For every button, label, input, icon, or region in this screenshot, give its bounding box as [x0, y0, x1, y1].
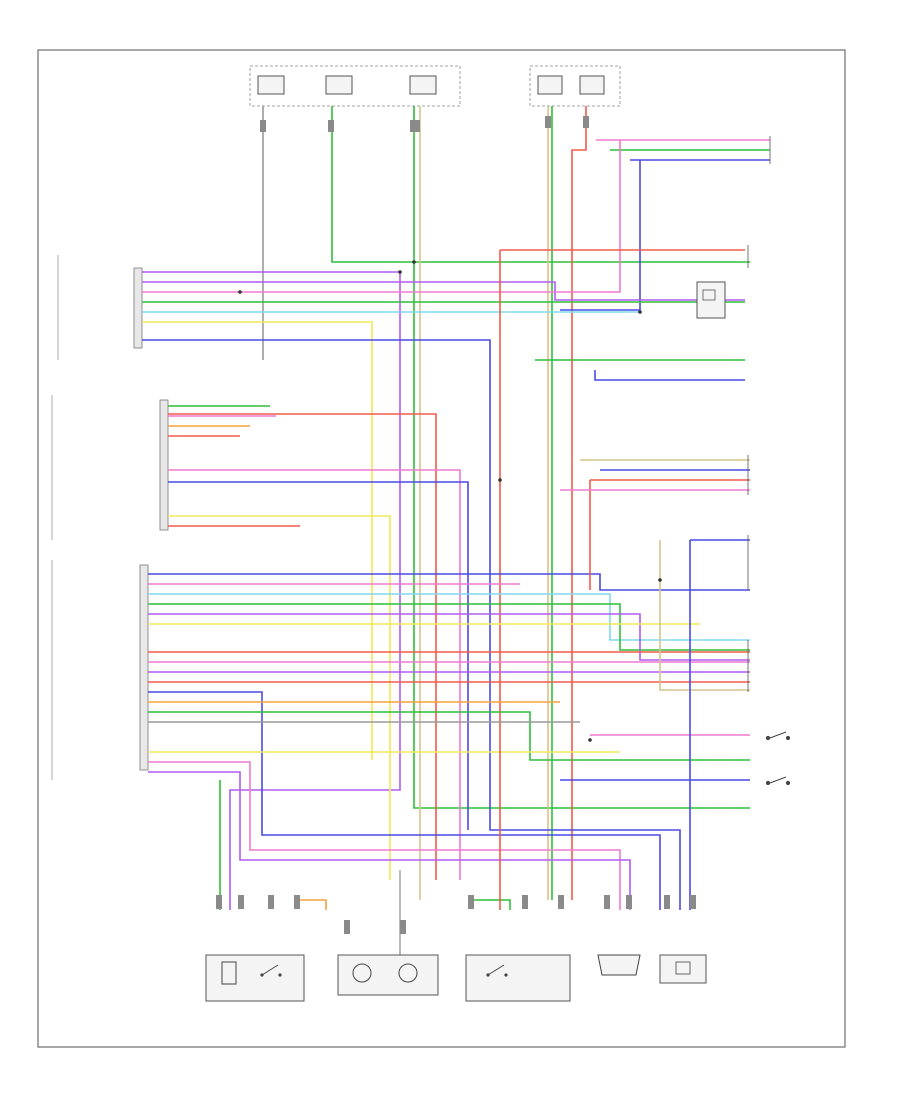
wire-pink-l16 [148, 761, 621, 910]
temp-sensor-bottom [597, 954, 641, 976]
pcm-connector-upper [57, 255, 143, 360]
pcm-connector-lower [51, 560, 149, 780]
wire-tan-r9 [659, 540, 750, 691]
wire-violet-l17 [148, 771, 631, 910]
switch-symbols-right [765, 731, 791, 786]
wire-green-fuse2 [331, 106, 750, 263]
sensor-assembly-middle [337, 870, 439, 996]
wire-yellow-r6 [142, 321, 373, 760]
fuse-2 [325, 75, 353, 95]
wire-red-fuse5 [571, 106, 587, 900]
fuse-3 [409, 75, 437, 95]
wire-pink-m6 [168, 469, 461, 880]
wire-blue-l1 [148, 573, 750, 591]
overdrive-switch-bottom [659, 954, 707, 984]
splices [238, 260, 662, 742]
diagram-frame [37, 49, 846, 1048]
solenoid-assembly-left [205, 954, 305, 1002]
fuse-terminals [260, 116, 589, 132]
right-edge-connectors [747, 136, 771, 692]
wire-violet-r2 [142, 281, 745, 301]
relay-box [696, 281, 726, 319]
component-pins [216, 895, 696, 934]
wire-blue-r7 [142, 339, 681, 910]
wire-cyan-l3 [148, 593, 750, 641]
wire-pink-r3 [142, 140, 621, 293]
wire-blue-m7 [168, 481, 469, 830]
fuse-1 [257, 75, 285, 95]
wire-yellow-m8 [168, 515, 391, 880]
wire-harness [142, 106, 770, 910]
wire-violet-l5 [148, 613, 750, 661]
wire-orange-drop2 [295, 899, 327, 910]
solenoid-assembly-right [465, 954, 571, 1002]
fuse-4 [537, 75, 563, 95]
wire-red-m5 [168, 413, 437, 880]
fuse-5 [579, 75, 605, 95]
wire-green-drop3 [469, 899, 511, 910]
wire-green-l4 [148, 603, 750, 651]
fuse-block-left [249, 65, 461, 107]
wire-green-l13 [148, 711, 750, 761]
fuse-block-right [529, 65, 621, 107]
wire-violet-r1 [142, 271, 401, 910]
pcm-connector-middle [51, 395, 169, 540]
wire-blue-drop [560, 160, 641, 311]
wire-blue-l11 [148, 691, 661, 910]
wire-blue-r6 [594, 370, 745, 381]
